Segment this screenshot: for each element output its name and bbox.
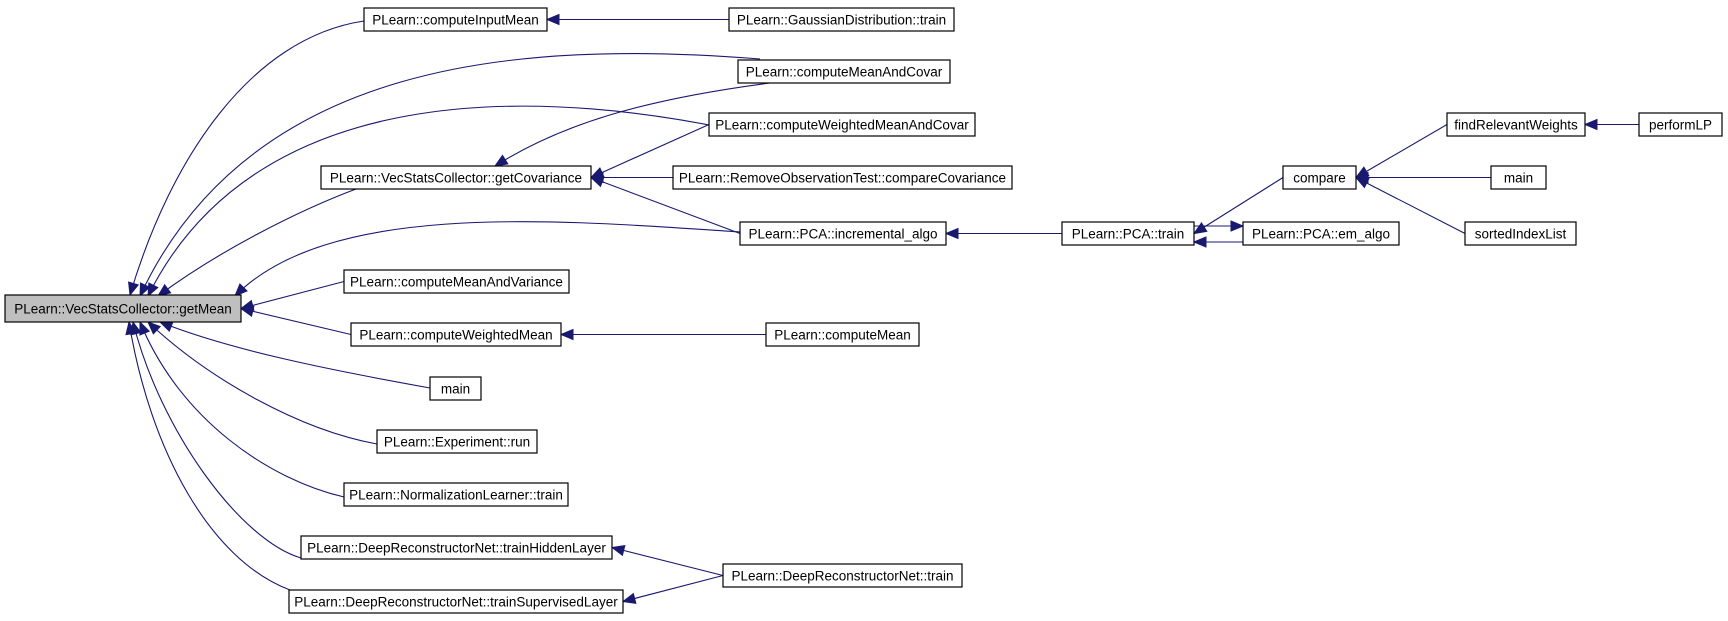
node-label-drtsl: PLearn::DeepReconstructorNet::trainSuper… (294, 595, 618, 610)
node-label-gcov: PLearn::VecStatsCollector::getCovariance (330, 171, 582, 186)
node-label-pcaem: PLearn::PCA::em_algo (1252, 227, 1390, 242)
node-cmac[interactable]: PLearn::computeMeanAndCovar (737, 59, 951, 84)
edge-nlt-to-root (139, 320, 345, 498)
node-rotc[interactable]: PLearn::RemoveObservationTest::compareCo… (672, 165, 1013, 190)
node-label-pcat: PLearn::PCA::train (1072, 227, 1185, 242)
edge-cmav-to-root (239, 280, 345, 311)
node-pcat[interactable]: PLearn::PCA::train (1061, 221, 1195, 246)
node-label-rotc: PLearn::RemoveObservationTest::compareCo… (679, 171, 1006, 186)
node-cm[interactable]: PLearn::computeMean (765, 322, 920, 347)
node-cwmac[interactable]: PLearn::computeWeightedMeanAndCovar (708, 112, 976, 137)
edge-sil-to-cmp (1354, 176, 1466, 234)
node-main2[interactable]: main (1490, 165, 1547, 190)
node-gdt[interactable]: PLearn::GaussianDistribution::train (728, 7, 955, 32)
node-label-cwm: PLearn::computeWeightedMean (359, 328, 552, 343)
node-frw[interactable]: findRelevantWeights (1446, 112, 1586, 137)
graph-nodes: PLearn::VecStatsCollector::getMeanPLearn… (4, 7, 1723, 614)
edge-drnt-to-drtsl (621, 574, 724, 604)
node-label-pcaia: PLearn::PCA::incremental_algo (748, 227, 937, 242)
node-nlt[interactable]: PLearn::NormalizationLearner::train (343, 482, 569, 507)
edge-drthl-to-root (130, 320, 302, 559)
edge-main1-to-root (158, 321, 431, 389)
edge-exr-to-root (147, 321, 378, 445)
graph-edges (125, 13, 1639, 604)
edge-drnt-to-drthl (610, 544, 724, 577)
node-sil[interactable]: sortedIndexList (1464, 221, 1577, 246)
edge-gdt-to-cim (545, 13, 729, 26)
node-label-nlt: PLearn::NormalizationLearner::train (349, 488, 563, 503)
edge-frw-to-cmp (1354, 124, 1448, 179)
node-exr[interactable]: PLearn::Experiment::run (376, 429, 538, 454)
node-cmav[interactable]: PLearn::computeMeanAndVariance (343, 269, 570, 294)
node-label-cmac: PLearn::computeMeanAndCovar (746, 65, 943, 80)
node-label-cwmac: PLearn::computeWeightedMeanAndCovar (715, 118, 969, 133)
edge-cim-to-root (128, 20, 365, 297)
edge-cwmac-to-root (147, 105, 753, 298)
node-label-gdt: PLearn::GaussianDistribution::train (737, 13, 946, 28)
edge-pcaem-to-pcat (1192, 236, 1243, 248)
edge-pcat-to-pcaia (944, 227, 1062, 240)
node-cim[interactable]: PLearn::computeInputMean (363, 7, 548, 32)
node-plp[interactable]: performLP (1638, 112, 1723, 137)
node-label-main2: main (1504, 171, 1533, 186)
edge-cwm-to-root (239, 305, 352, 336)
node-main1[interactable]: main (429, 376, 482, 401)
node-label-cmav: PLearn::computeMeanAndVariance (350, 275, 563, 290)
node-label-drnt: PLearn::DeepReconstructorNet::train (731, 569, 953, 584)
node-label-root: PLearn::VecStatsCollector::getMean (14, 302, 232, 317)
node-cwm[interactable]: PLearn::computeWeightedMean (350, 322, 562, 347)
edge-pcaia-to-root (234, 221, 741, 297)
node-pcaia[interactable]: PLearn::PCA::incremental_algo (739, 221, 947, 246)
node-root[interactable]: PLearn::VecStatsCollector::getMean (4, 294, 242, 323)
node-pcaem[interactable]: PLearn::PCA::em_algo (1242, 221, 1400, 246)
node-label-sil: sortedIndexList (1475, 227, 1567, 242)
node-cmp[interactable]: compare (1282, 165, 1357, 190)
node-label-frw: findRelevantWeights (1454, 118, 1578, 133)
node-gcov[interactable]: PLearn::VecStatsCollector::getCovariance (320, 165, 592, 190)
edge-pcaia-to-gcov (589, 176, 741, 235)
node-label-cm: PLearn::computeMean (774, 328, 911, 343)
edge-cmac-to-gcov (493, 82, 771, 167)
edge-cmac-to-root (139, 53, 761, 298)
edge-plp-to-frw (1583, 118, 1639, 131)
node-drthl[interactable]: PLearn::DeepReconstructorNet::trainHidde… (300, 535, 613, 560)
node-label-drthl: PLearn::DeepReconstructorNet::trainHidde… (307, 541, 606, 556)
edge-cm-to-cwm (559, 328, 766, 341)
edge-cmp-to-pcat (1192, 177, 1284, 235)
node-label-plp: performLP (1649, 118, 1712, 133)
node-label-cim: PLearn::computeInputMean (372, 13, 539, 28)
edge-drtsl-to-root (125, 320, 291, 591)
node-label-main1: main (441, 382, 470, 397)
node-label-exr: PLearn::Experiment::run (384, 435, 530, 450)
node-drtsl[interactable]: PLearn::DeepReconstructorNet::trainSuper… (288, 589, 624, 614)
edge-main2-to-cmp (1354, 171, 1491, 184)
node-drnt[interactable]: PLearn::DeepReconstructorNet::train (722, 563, 963, 588)
edge-gcov-to-root (156, 188, 357, 297)
node-label-cmp: compare (1293, 171, 1346, 186)
